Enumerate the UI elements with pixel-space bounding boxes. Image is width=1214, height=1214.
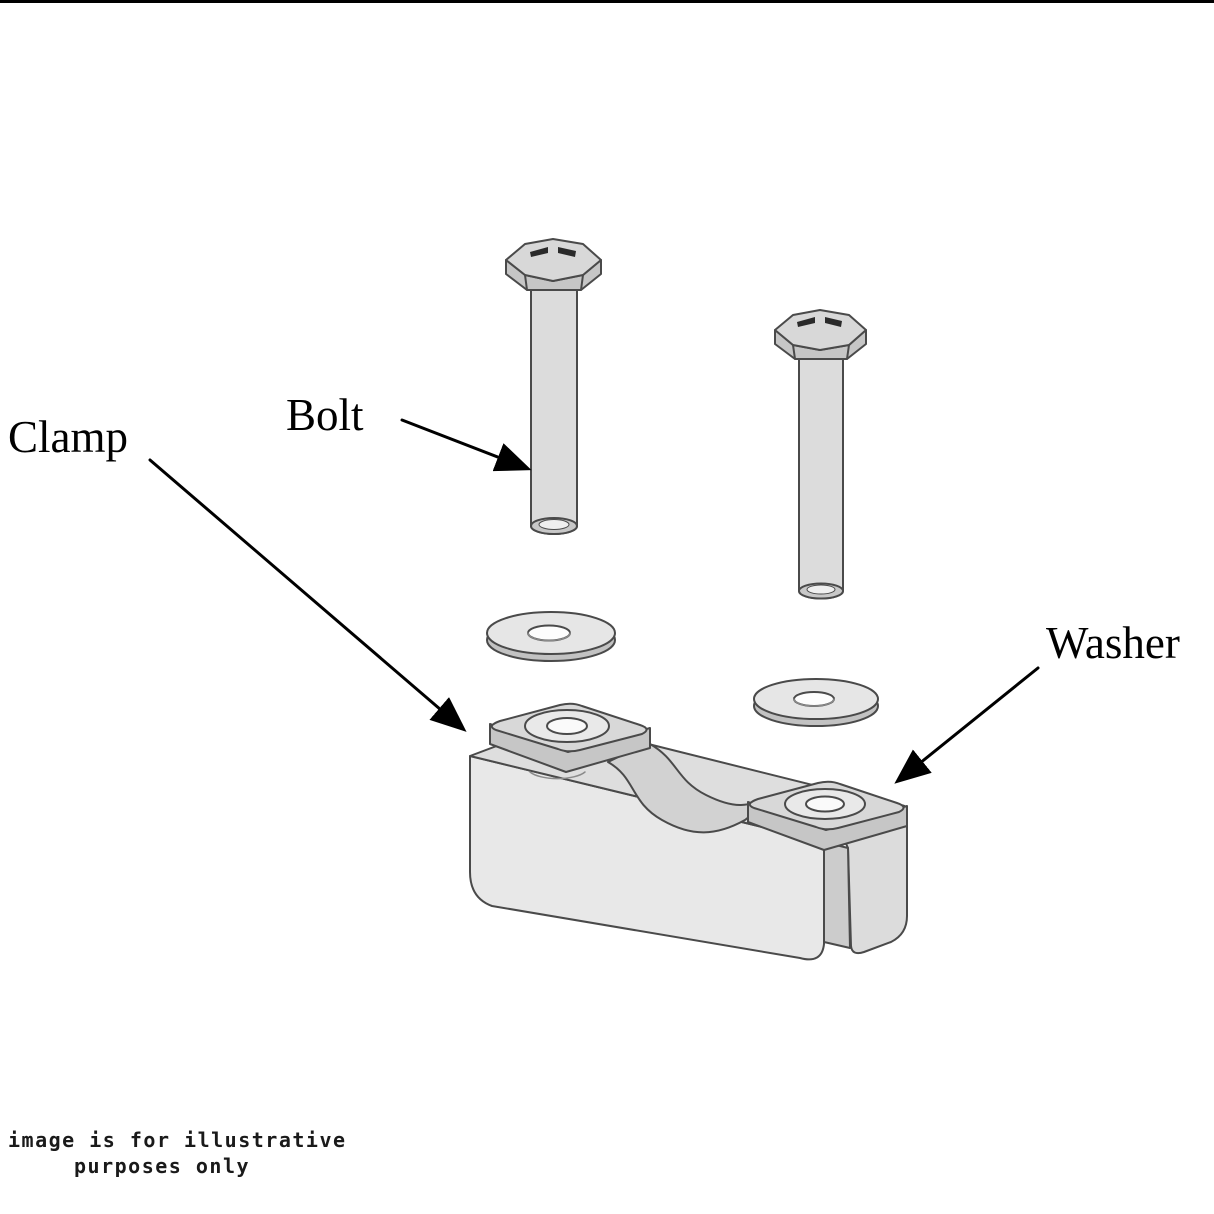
- clamp-right-boss: [747, 780, 908, 851]
- washer-1: [486, 611, 616, 662]
- bolt-2-shaft: [798, 351, 844, 600]
- bolt-label: Bolt: [286, 390, 364, 440]
- clamp-label: Clamp: [8, 412, 128, 462]
- washer-label: Washer: [1046, 618, 1180, 668]
- disclaimer-line-2: purposes only: [74, 1154, 251, 1178]
- bolt-1-shaft: [530, 281, 578, 535]
- washer-2-hole-shadow: [793, 698, 835, 707]
- bolt-1: [505, 238, 602, 535]
- top-border-line: [0, 0, 1214, 3]
- washer-2: [753, 678, 879, 727]
- bolt-1-head-top: [505, 238, 602, 282]
- clamp-part: [469, 702, 908, 961]
- bolt-2-head-facet-left: [792, 344, 796, 360]
- clamp-left-hole: [546, 717, 588, 735]
- clamp-slot: [823, 841, 851, 949]
- clamp-left-hole-shadow: [529, 771, 586, 780]
- washer-1-hole-shadow: [527, 632, 571, 642]
- clamp-arrow: [148, 458, 467, 732]
- bolt-arrow: [400, 418, 532, 472]
- callout-arrows: [148, 418, 1040, 784]
- bolt-1-drive-recess-left: [530, 247, 548, 257]
- bolt-1-shaft-end-inner: [538, 519, 570, 530]
- clamp-left-boss: [489, 702, 651, 780]
- bolt-2-drive-recess-left: [797, 317, 815, 327]
- clamp-front-face: [469, 755, 825, 961]
- bolt-1-drive-recess-right: [558, 247, 576, 257]
- bolt-1-head-facet-left: [524, 274, 528, 291]
- bolt-2-drive-recess-right: [825, 317, 842, 327]
- bolt-2: [774, 309, 867, 600]
- clamp-right-hole: [805, 795, 845, 813]
- bolt-1-head-facet-right: [580, 274, 584, 291]
- bolt-2-head-top: [774, 309, 867, 351]
- bolt-2-head-facet-right: [846, 344, 850, 360]
- washer-arrow: [894, 666, 1040, 784]
- disclaimer-line-1: image is for illustrative: [8, 1128, 347, 1152]
- bolt-2-shaft-end-inner: [806, 584, 836, 595]
